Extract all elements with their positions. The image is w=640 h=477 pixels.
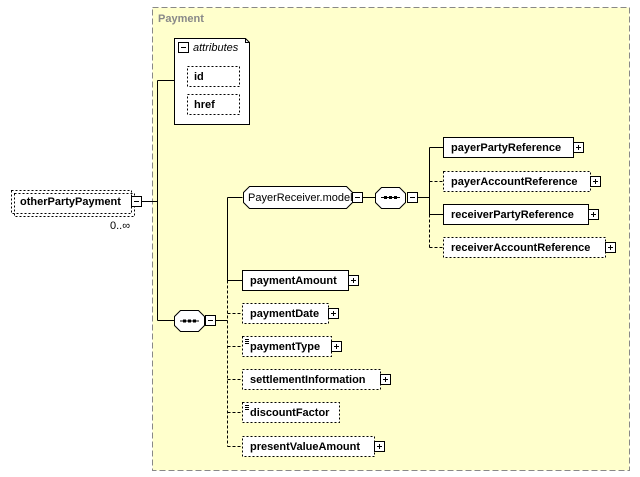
svg-text:receiverAccountReference: receiverAccountReference [451,242,590,254]
attribute-href[interactable]: href [187,94,240,115]
svg-text:paymentType: paymentType [250,341,320,353]
choice-collapse-button[interactable] [407,192,418,203]
svg-text:href: href [194,99,215,111]
element-paymentType[interactable]: paymentType [242,336,332,357]
root-connectors [141,80,175,321]
svg-text:presentValueAmount: presentValueAmount [250,441,360,453]
root-multiplicity: 0..∞ [110,220,130,232]
root-collapse-button[interactable] [131,196,142,207]
svg-text:payerPartyReference: payerPartyReference [451,142,561,154]
element-receiverPartyReference[interactable]: receiverPartyReference [443,204,589,225]
element-receiverAccountReference[interactable]: receiverAccountReference [443,237,606,258]
svg-text:PayerReceiver.model: PayerReceiver.model [248,192,353,204]
attributes-collapse-button[interactable] [178,42,189,53]
element-discountFactor[interactable]: discountFactor [242,402,340,423]
root-element-otherPartyPayment[interactable]: otherPartyPayment [11,190,135,217]
attribute-id[interactable]: id [187,66,240,87]
expand-receiverPartyReference-button[interactable] [588,209,599,220]
element-paymentDate[interactable]: paymentDate [242,303,329,324]
expand-paymentDate-button[interactable] [328,308,339,319]
svg-text:otherPartyPayment: otherPartyPayment [20,196,121,208]
svg-text:discountFactor: discountFactor [250,407,330,419]
sequence-collapse-button[interactable] [205,315,216,326]
simple-content-icon [245,339,249,344]
expand-presentValueAmount-button[interactable] [374,441,385,452]
svg-text:paymentDate: paymentDate [250,308,319,320]
sequence-compositor[interactable] [174,310,205,332]
expand-paymentAmount-button[interactable] [348,275,359,286]
attributes-title: attributes [193,42,239,54]
model-group-collapse-button[interactable] [352,192,363,203]
expand-payerAccountReference-button[interactable] [590,176,601,187]
expand-payerPartyReference-button[interactable] [573,142,584,153]
expand-paymentType-button[interactable] [331,341,342,352]
payer-receiver-model-group[interactable]: PayerReceiver.model [243,186,353,209]
element-paymentAmount[interactable]: paymentAmount [242,270,349,291]
svg-text:paymentAmount: paymentAmount [250,275,337,287]
expand-receiverAccountReference-button[interactable] [605,242,616,253]
svg-text:payerAccountReference: payerAccountReference [451,176,578,188]
svg-text:receiverPartyReference: receiverPartyReference [451,209,574,221]
element-presentValueAmount[interactable]: presentValueAmount [242,436,375,457]
element-settlementInformation[interactable]: settlementInformation [242,369,381,390]
expand-settlementInformation-button[interactable] [380,374,391,385]
choice-compositor[interactable] [375,187,406,209]
element-payerAccountReference[interactable]: payerAccountReference [443,171,591,192]
payment-group-title: Payment [158,13,204,25]
svg-text:id: id [194,71,204,83]
element-payerPartyReference[interactable]: payerPartyReference [443,137,574,158]
choice-connectors [417,147,444,248]
svg-text:settlementInformation: settlementInformation [250,374,366,386]
sequence-connectors [215,197,243,447]
simple-content-icon [245,405,249,410]
